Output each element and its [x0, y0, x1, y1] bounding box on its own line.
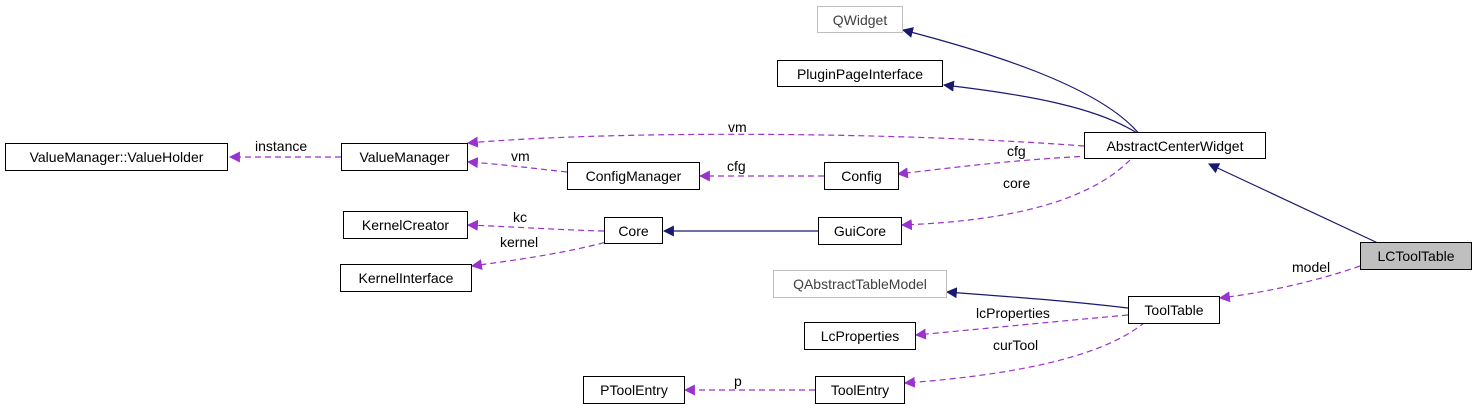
edge-label-model: model: [1292, 259, 1331, 275]
edge-label-instance: instance: [255, 138, 308, 154]
node-kernel-creator[interactable]: KernelCreator: [343, 211, 468, 239]
edge-label-vm: vm: [511, 148, 530, 164]
edge-acw-to-qwidget: [901, 27, 1141, 136]
edge-lctooltable-to-acw: [1208, 163, 1381, 245]
edge-label-kernel: kernel: [500, 234, 539, 250]
node-value-holder[interactable]: ValueManager::ValueHolder: [5, 143, 228, 171]
node-value-manager[interactable]: ValueManager: [341, 143, 468, 171]
node-tool-table[interactable]: ToolTable: [1128, 296, 1220, 324]
node-lc-properties[interactable]: LcProperties: [804, 322, 916, 350]
edge-tooltable-to-qabstracttablemodel: [945, 287, 1129, 309]
node-qabstract-table-model: QAbstractTableModel: [773, 270, 947, 298]
node-config[interactable]: Config: [824, 162, 899, 190]
edge-acw-to-guicore: [900, 159, 1131, 231]
edge-configmanager-to-valuemanager: [466, 157, 568, 173]
node-gui-core[interactable]: GuiCore: [818, 217, 902, 245]
node-abstract-center-widget[interactable]: AbstractCenterWidget: [1084, 132, 1266, 159]
edge-label-lc-properties: lcProperties: [976, 305, 1050, 321]
edge-label-vm-top: vm: [728, 119, 747, 135]
node-qwidget: QWidget: [817, 6, 903, 33]
edge-label-kc: kc: [513, 209, 527, 225]
edge-core-to-kernelcreator: [466, 219, 605, 232]
edge-tooltable-to-toolentry: [903, 321, 1146, 388]
edge-label-core: core: [1003, 175, 1031, 191]
node-plugin-page-interface[interactable]: PluginPageInterface: [777, 60, 943, 87]
edge-core-to-kernelinterface: [470, 239, 615, 271]
edge-label-cur-tool: curTool: [993, 337, 1039, 353]
node-core[interactable]: Core: [604, 217, 663, 244]
node-tool-entry[interactable]: ToolEntry: [815, 376, 905, 404]
edge-acw-to-plugin-page-interface: [942, 80, 1141, 136]
edge-label-cfg-manager: cfg: [727, 158, 746, 174]
node-config-manager[interactable]: ConfigManager: [567, 162, 700, 190]
node-lc-tool-table: LCToolTable: [1360, 242, 1472, 270]
edge-lctooltable-to-tooltable: [1218, 265, 1361, 303]
edge-label-cfg-config: cfg: [1007, 143, 1026, 159]
node-ptool-entry[interactable]: PToolEntry: [583, 376, 685, 404]
edge-acw-to-valuemanager: [466, 133, 1085, 148]
edge-label-p: p: [734, 373, 742, 389]
edge-acw-to-config: [896, 155, 1091, 179]
edge-tooltable-to-lcproperties: [914, 314, 1129, 340]
node-kernel-interface[interactable]: KernelInterface: [340, 264, 472, 292]
